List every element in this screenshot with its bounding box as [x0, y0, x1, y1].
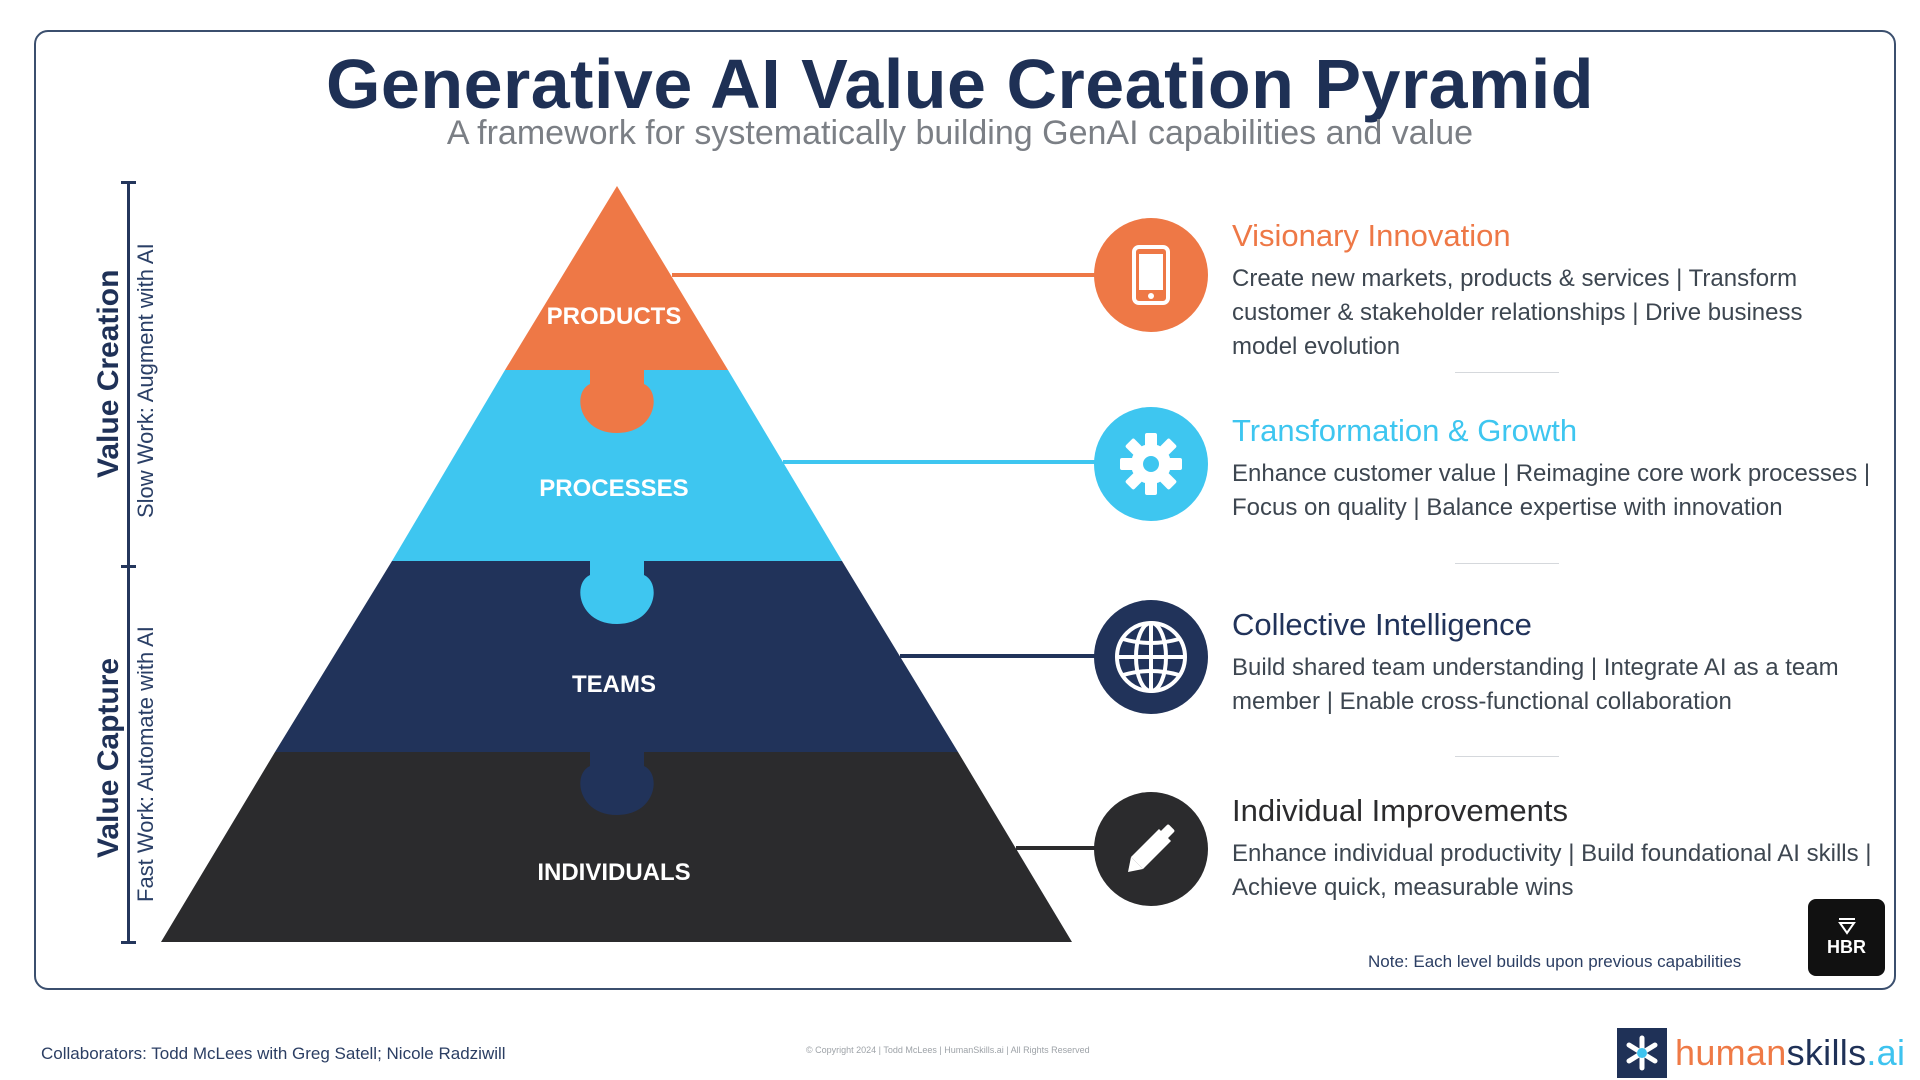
- puzzle-tab-teams: [580, 751, 654, 815]
- puzzle-tab-processes: [580, 560, 654, 624]
- tier-products: [505, 186, 728, 370]
- hbr-badge-text: HBR: [1827, 937, 1866, 957]
- icon-circle-teams: [1094, 600, 1208, 714]
- divider-2: [1455, 563, 1559, 564]
- divider-1: [1455, 372, 1559, 373]
- desc-heading-products: Visionary Innovation: [1232, 218, 1511, 253]
- divider-3: [1455, 756, 1559, 757]
- globe-icon: [1115, 621, 1187, 693]
- footer-copyright: © Copyright 2024 | Todd McLees | HumanSk…: [806, 1045, 1090, 1055]
- tier-processes: [392, 370, 842, 561]
- logo-mark: [1617, 1028, 1667, 1078]
- tier-label-individuals: INDIVIDUALS: [537, 859, 690, 886]
- desc-processes: Transformation & Growth Enhance customer…: [1232, 413, 1872, 525]
- tier-label-products: PRODUCTS: [547, 303, 682, 330]
- bracket-tick-middle: [121, 565, 136, 568]
- desc-body-teams: Build shared team understanding | Integr…: [1232, 654, 1839, 715]
- icon-circle-individuals: [1094, 792, 1208, 906]
- icon-circle-processes: [1094, 407, 1208, 521]
- tier-individuals: [161, 752, 1072, 942]
- content-frame: [34, 30, 1896, 990]
- desc-products: Visionary Innovation Create new markets,…: [1232, 218, 1872, 364]
- logo-text-skills: skills: [1786, 1032, 1867, 1073]
- hbr-badge: HBR: [1808, 899, 1885, 976]
- icon-circle-products: [1094, 218, 1208, 332]
- tier-teams: [275, 561, 958, 752]
- tier-label-teams: TEAMS: [572, 671, 656, 698]
- desc-body-products: Create new markets, products & services …: [1232, 265, 1803, 360]
- bracket-tick-top: [121, 181, 136, 184]
- page-subtitle: A framework for systematically building …: [446, 114, 1474, 152]
- desc-heading-teams: Collective Intelligence: [1232, 607, 1532, 642]
- smartphone-icon: [1132, 245, 1170, 305]
- footer-collaborators: Collaborators: Todd McLees with Greg Sat…: [41, 1044, 506, 1063]
- hbr-shield-icon: [1837, 918, 1856, 935]
- bracket-vertical-line: [127, 181, 130, 944]
- desc-heading-processes: Transformation & Growth: [1232, 413, 1578, 448]
- logo-wordmark: humanskills.ai: [1675, 1032, 1905, 1074]
- humanskills-logo: humanskills.ai: [1617, 1028, 1905, 1078]
- desc-individuals: Individual Improvements Enhance individu…: [1232, 793, 1872, 905]
- footnote: Note: Each level builds upon previous ca…: [1368, 952, 1742, 971]
- gear-icon: [1120, 433, 1182, 495]
- desc-body-individuals: Enhance individual productivity | Build …: [1232, 840, 1872, 901]
- desc-body-processes: Enhance customer value | Reimagine core …: [1232, 460, 1871, 521]
- logo-text-human: human: [1675, 1032, 1787, 1073]
- desc-teams: Collective Intelligence Build shared tea…: [1232, 607, 1872, 719]
- page-title: Generative AI Value Creation Pyramid: [325, 45, 1595, 123]
- bracket-tick-bottom: [121, 941, 136, 944]
- asterisk-icon: [1626, 1035, 1658, 1071]
- puzzle-tab-products: [580, 369, 654, 433]
- logo-text-ai: .ai: [1866, 1032, 1906, 1073]
- tier-label-processes: PROCESSES: [539, 475, 688, 502]
- desc-heading-individuals: Individual Improvements: [1232, 793, 1568, 828]
- pencil-icon: [1128, 824, 1175, 872]
